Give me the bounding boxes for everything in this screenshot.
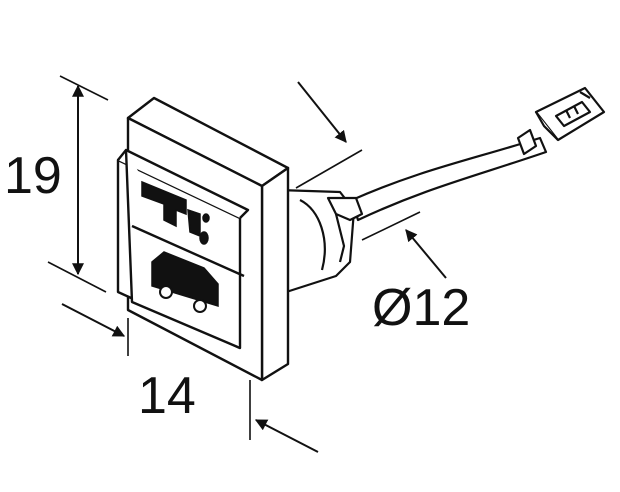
height-label: 19 xyxy=(4,147,62,205)
width-dimension xyxy=(61,303,319,453)
height-dimension xyxy=(47,75,109,293)
switch-rear-body xyxy=(276,188,364,296)
width-label: 14 xyxy=(138,367,196,425)
cable-assembly xyxy=(350,86,606,222)
diameter-dimension xyxy=(295,81,447,279)
diameter-label: Ø12 xyxy=(372,279,471,337)
caravan-icon xyxy=(151,251,219,313)
water-tap-icon xyxy=(141,180,210,245)
